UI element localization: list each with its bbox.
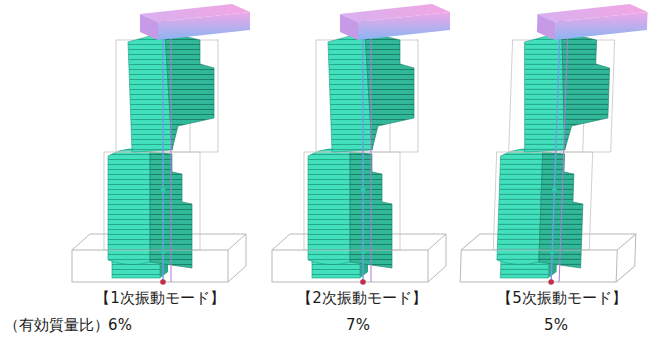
mass-ratio-value: 6% xyxy=(108,316,132,334)
mode-1-model xyxy=(72,4,250,285)
mode-2-model xyxy=(272,4,450,285)
mass-ratio-value: 5% xyxy=(544,316,568,334)
mass-ratio-value: 7% xyxy=(346,316,370,334)
mode-label: 【5次振動モード】 xyxy=(497,289,627,307)
mode-5-model xyxy=(460,4,648,285)
mode-label: 【1次振動モード】 xyxy=(95,289,225,307)
mode-label: 【2次振動モード】 xyxy=(297,289,427,307)
mass-ratio-label: （有効質量比） xyxy=(4,316,109,334)
